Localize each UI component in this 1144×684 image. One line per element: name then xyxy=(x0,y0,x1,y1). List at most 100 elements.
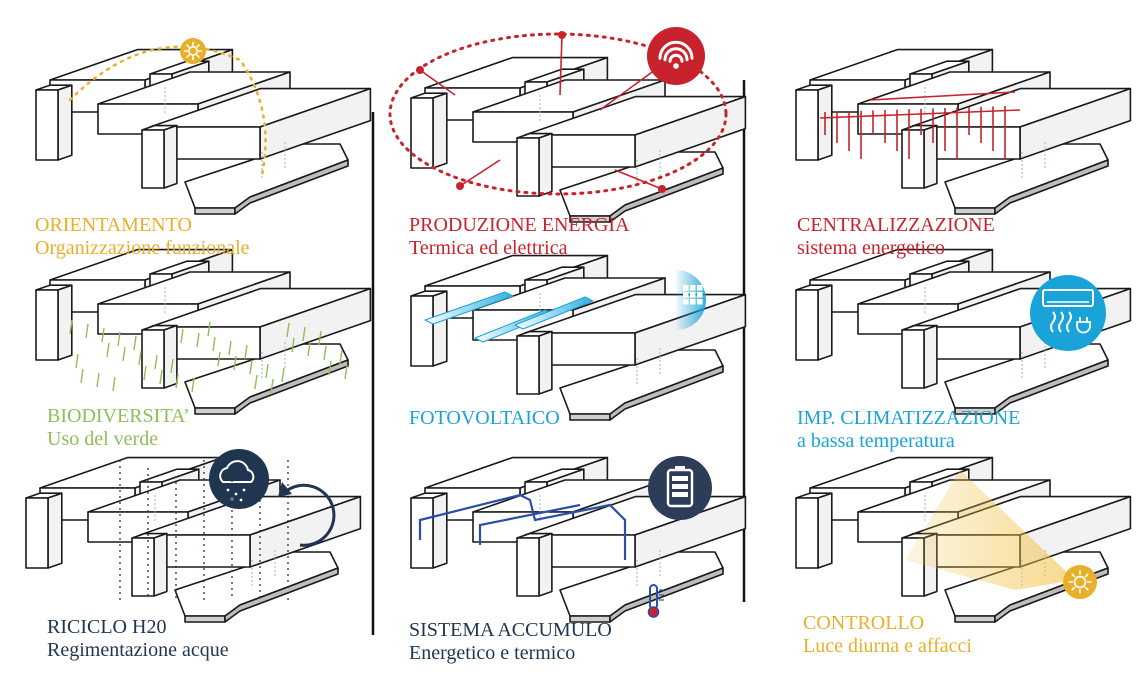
block-side xyxy=(163,324,178,389)
building-complex-fotovoltaico xyxy=(410,254,747,421)
air-conditioner-icon xyxy=(1030,275,1106,351)
solar-cell xyxy=(697,299,703,305)
block-front xyxy=(516,537,540,597)
sun-path-arc xyxy=(68,45,267,177)
caption-subtitle: Energetico e termico xyxy=(409,642,576,664)
sun-icon-ray xyxy=(1084,586,1089,591)
thermometer-bulb xyxy=(647,606,660,618)
grass-blade xyxy=(302,326,306,342)
battery-bar xyxy=(672,476,688,481)
sun-icon xyxy=(180,38,206,64)
grass-icon xyxy=(69,319,348,394)
grass-blade xyxy=(344,364,348,380)
caption-subtitle: a bassa temperatura xyxy=(797,430,955,452)
block-side xyxy=(432,492,448,569)
sun-icon-ray xyxy=(1071,573,1076,578)
air-wave xyxy=(1066,311,1072,333)
caption-subtitle: Uso del verde xyxy=(47,428,159,450)
block-side xyxy=(432,92,448,169)
grass-blade xyxy=(254,374,258,390)
block-front xyxy=(141,129,165,189)
block-front xyxy=(516,335,540,395)
block-side xyxy=(47,492,63,569)
caption-subtitle: Organizzazione funzionale xyxy=(35,237,250,259)
grass-blade xyxy=(228,340,232,356)
end-tower-left xyxy=(35,84,73,161)
block-front xyxy=(35,289,59,361)
caption-title: CENTRALIZZAZIONE xyxy=(797,214,995,236)
grass-blade xyxy=(270,378,274,394)
end-tower-front xyxy=(141,324,178,389)
grass-blade xyxy=(196,332,200,348)
grass-blade xyxy=(96,372,100,388)
energy-network-ellipse xyxy=(388,32,728,196)
solar-panel-icon xyxy=(676,270,706,330)
wifi-dot xyxy=(673,63,679,69)
energy-node xyxy=(456,182,464,190)
end-tower-left xyxy=(410,492,448,569)
block-side xyxy=(163,124,178,189)
grass-blade xyxy=(138,350,142,366)
grass-blade xyxy=(249,359,253,375)
grass-blade xyxy=(170,358,174,374)
caption-subtitle: Luce diurna e affacci xyxy=(803,635,972,657)
caption-title: BIODIVERSITA’ xyxy=(47,405,190,427)
battery-bar xyxy=(672,492,688,497)
solar-cell xyxy=(690,299,696,305)
caption-produzione: PRODUZIONE ENERGIA Termica ed elettrica xyxy=(409,214,630,260)
ac-unit xyxy=(1042,289,1094,307)
caption-title: IMP. CLIMATIZZAZIONE xyxy=(797,407,1021,429)
end-tower-left xyxy=(25,492,63,569)
energy-node xyxy=(658,185,666,193)
battery-cap xyxy=(675,466,685,470)
sun-icon-ray xyxy=(1071,586,1076,591)
block-front xyxy=(901,329,925,389)
sun-icon-ray xyxy=(196,44,200,48)
caption-title: CONTROLLO xyxy=(803,612,925,634)
caption-title: RICICLO H20 xyxy=(47,616,167,638)
block-side xyxy=(923,124,938,189)
end-tower-front xyxy=(516,132,553,197)
base-edge-side xyxy=(994,359,1109,415)
energy-link xyxy=(599,69,656,111)
caption-biodiversita: BIODIVERSITA’ Uso del verde xyxy=(47,405,190,451)
grass-blade xyxy=(339,349,343,365)
grass-blade xyxy=(85,323,89,339)
block-side xyxy=(817,492,833,569)
storage-pipe xyxy=(418,493,627,560)
end-tower-front xyxy=(901,124,938,189)
sun-icon xyxy=(1063,565,1097,599)
battery-bar xyxy=(672,484,688,489)
caption-title: ORIENTAMENTO xyxy=(35,214,192,236)
energy-link xyxy=(419,69,456,96)
end-tower-front xyxy=(516,532,553,597)
daylight-cone xyxy=(905,470,1075,590)
grass-blade xyxy=(286,322,290,338)
block-front xyxy=(410,97,434,169)
grass-blade xyxy=(133,335,137,351)
sun-icon-ray xyxy=(1084,573,1089,578)
solar-cell xyxy=(683,292,689,298)
pipes-icon xyxy=(819,91,1021,159)
caption-controllo: CONTROLLO Luce diurna e affacci xyxy=(803,612,972,658)
grass-blade xyxy=(191,377,195,393)
end-tower-front xyxy=(516,330,553,395)
cycle-arrow-head xyxy=(278,482,292,497)
block-front xyxy=(410,295,434,367)
energy-node xyxy=(558,31,566,39)
grass-blade xyxy=(117,331,121,347)
grass-blade xyxy=(307,341,311,357)
base-edge-side xyxy=(609,365,724,421)
grass-blade xyxy=(159,369,163,385)
caption-fotovoltaico: FOTOVOLTAICO xyxy=(409,407,560,430)
block-front xyxy=(141,329,165,389)
grass-blade xyxy=(217,351,221,367)
caption-subtitle: Regimentazione acque xyxy=(47,639,229,661)
wifi-icon xyxy=(647,27,705,85)
caption-climatizzazione: IMP. CLIMATIZZAZIONE a bassa temperatura xyxy=(797,407,1020,453)
block-side xyxy=(817,284,833,361)
end-tower-left xyxy=(410,92,448,169)
building-complex-orientamento xyxy=(35,48,372,215)
caption-title: FOTOVOLTAICO xyxy=(409,407,560,429)
grass-blade xyxy=(75,353,79,369)
